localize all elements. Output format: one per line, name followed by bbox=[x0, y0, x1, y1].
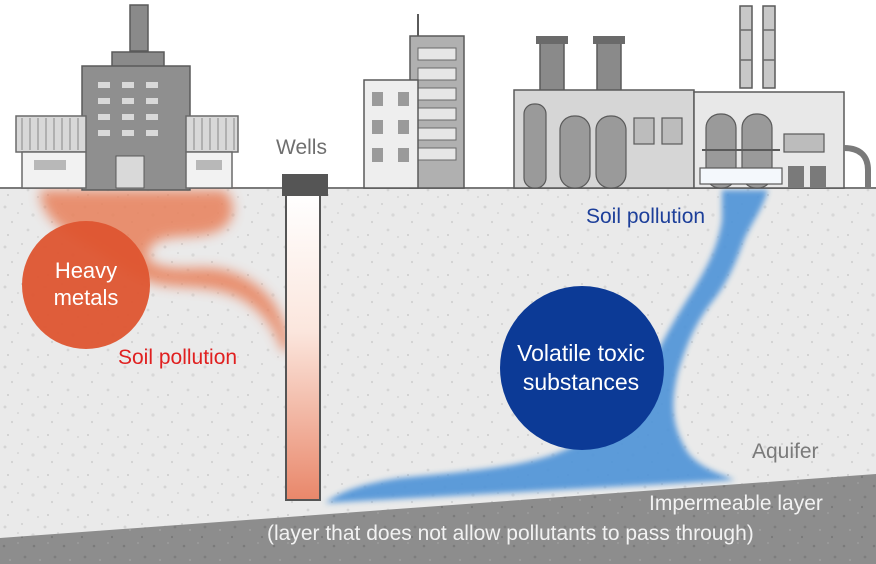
impermeable-layer-label: Impermeable layer bbox=[649, 492, 823, 515]
factory-left bbox=[15, 4, 239, 191]
office-buildings bbox=[363, 14, 465, 189]
chemical-plant bbox=[513, 5, 871, 189]
soil-pollution-label-right: Soil pollution bbox=[586, 205, 706, 228]
volatile-toxic-text: Volatile toxic substances bbox=[517, 340, 645, 395]
impermeable-layer bbox=[0, 474, 876, 564]
well-cap bbox=[282, 174, 328, 196]
impermeable-layer-note: (layer that does not allow pollutants to… bbox=[267, 522, 754, 545]
soil-pollution-label-left: Soil pollution bbox=[118, 346, 238, 369]
heavy-metals-circle bbox=[22, 221, 150, 349]
well-pipe bbox=[285, 193, 321, 501]
aquifer-label: Aquifer bbox=[752, 440, 819, 463]
voc-plume bbox=[325, 190, 768, 503]
wells-label: Wells bbox=[276, 136, 327, 159]
heavy-metals-text: Heavy metals bbox=[53, 257, 119, 311]
volatile-toxic-circle bbox=[500, 286, 664, 450]
